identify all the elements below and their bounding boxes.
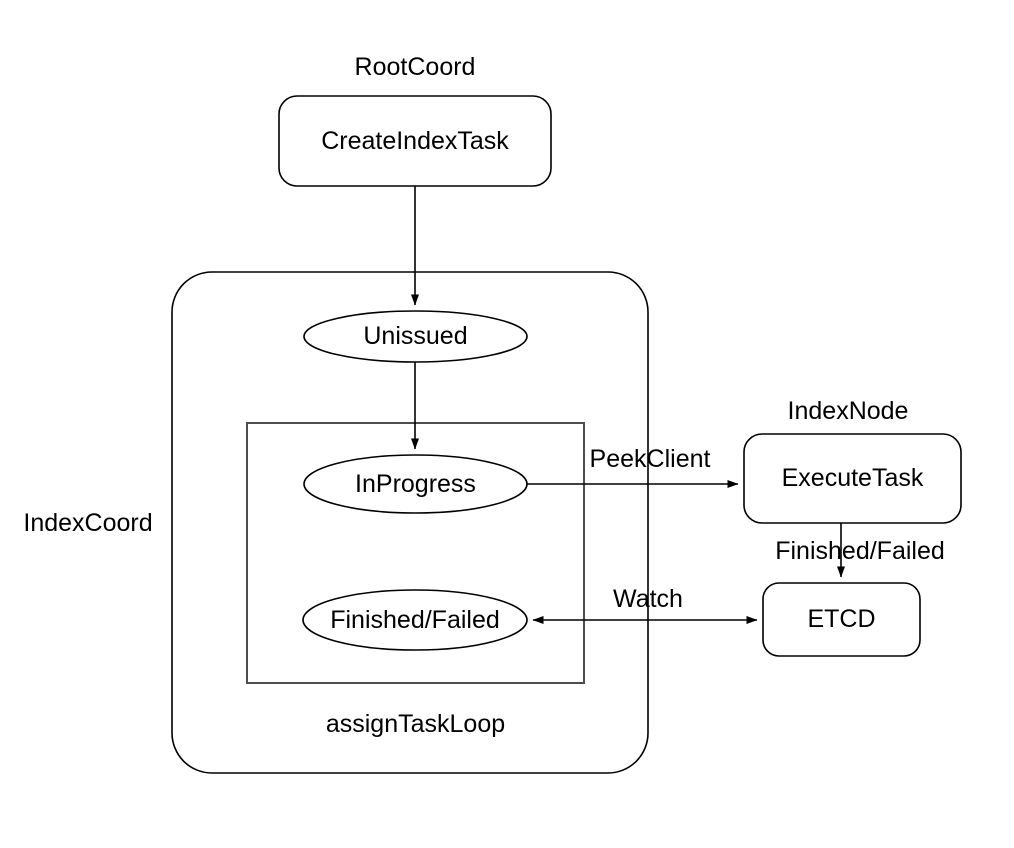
node-unissued[interactable] bbox=[304, 311, 527, 362]
node-create-index-task-shape[interactable] bbox=[278, 95, 552, 187]
node-etcd-shape[interactable] bbox=[762, 582, 921, 657]
node-etcd[interactable] bbox=[763, 583, 920, 656]
node-execute-task-shape[interactable] bbox=[743, 433, 962, 524]
node-execute-task[interactable] bbox=[744, 434, 961, 523]
node-finished-failed-state[interactable] bbox=[303, 590, 527, 650]
node-create-index-task[interactable] bbox=[279, 96, 551, 186]
node-in-progress[interactable] bbox=[304, 455, 527, 513]
node-finished-failed-state-shape[interactable] bbox=[302, 589, 528, 651]
